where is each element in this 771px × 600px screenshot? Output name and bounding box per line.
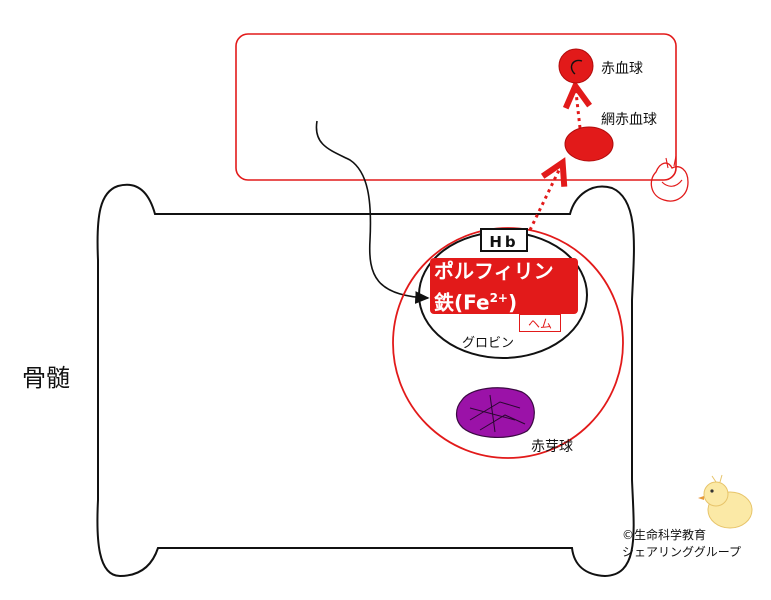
nucleus-blob (455, 387, 535, 439)
chick-mascot-icon (698, 474, 753, 529)
reticulocyte-cell (564, 126, 614, 162)
blood-vessel-box (235, 33, 677, 181)
maturation-arrow-1 (528, 168, 560, 231)
globin-label: グロビン (462, 336, 515, 351)
porphyrin-label: ポルフィリン (434, 259, 554, 283)
red-blood-cell (558, 48, 594, 84)
hemoglobin-label: Hb (480, 228, 528, 252)
erythroblast-label: 赤芽球 (531, 439, 573, 455)
iron-charge: 2+ (489, 291, 508, 305)
credit-text: ©生命科学教育 シェアリンググループ (622, 527, 741, 561)
iron-label: 鉄(Fe2+) (434, 285, 578, 317)
nucleus-chromatin (469, 394, 526, 433)
heart-icon (650, 155, 689, 202)
maturation-arrow-2 (576, 92, 580, 129)
iron-prefix: 鉄(Fe (434, 290, 490, 315)
bone-marrow-outline (96, 183, 635, 578)
porphyrin-iron-box: ポルフィリン 鉄(Fe2+) (430, 258, 578, 317)
reticulocyte-label: 網赤血球 (601, 112, 657, 128)
credit-line-2: シェアリンググループ (622, 545, 742, 559)
iron-transport-arrow (315, 120, 430, 304)
iron-suffix: ) (507, 290, 518, 315)
bone-marrow-label: 骨髄 (22, 364, 70, 392)
credit-line-1: ©生命科学教育 (622, 528, 707, 542)
red-blood-cell-mark (570, 59, 583, 75)
red-blood-cell-label: 赤血球 (601, 61, 643, 77)
heme-label: ヘム (519, 314, 561, 332)
